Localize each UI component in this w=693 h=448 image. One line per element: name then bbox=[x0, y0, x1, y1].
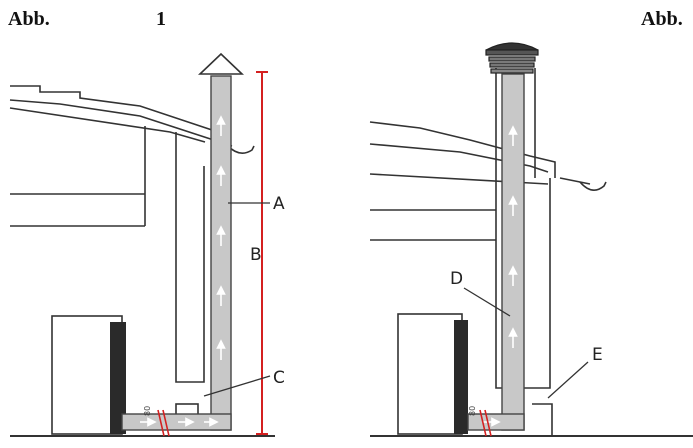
left-installation bbox=[9, 85, 275, 437]
callout-e: E bbox=[592, 345, 603, 365]
left-wall bbox=[10, 193, 145, 227]
right-stove bbox=[397, 313, 463, 435]
figure-label-right: Abb. bbox=[641, 8, 683, 30]
figure-number: 1 bbox=[156, 8, 166, 30]
left-roof bbox=[10, 85, 231, 137]
callout-d: D bbox=[450, 269, 463, 289]
chimney-cowl-icon bbox=[485, 42, 539, 74]
rain-cap-icon bbox=[198, 52, 244, 75]
left-gutter bbox=[227, 145, 255, 154]
callout-c: C bbox=[273, 368, 285, 388]
callout-a: A bbox=[273, 194, 285, 214]
right-wall bbox=[370, 209, 496, 241]
figure-label-left: Abb. bbox=[8, 8, 50, 30]
measurement-b bbox=[256, 71, 268, 435]
pipe-marking-right: 80 bbox=[468, 406, 477, 416]
callout-b: B bbox=[250, 245, 262, 265]
left-flue-pipe: 80 bbox=[121, 52, 244, 437]
right-gutter bbox=[579, 181, 607, 191]
right-roof bbox=[369, 121, 556, 178]
pipe-marking-left: 80 bbox=[143, 406, 152, 416]
right-installation bbox=[369, 68, 693, 437]
right-flue-pipe: 80 bbox=[467, 73, 525, 437]
